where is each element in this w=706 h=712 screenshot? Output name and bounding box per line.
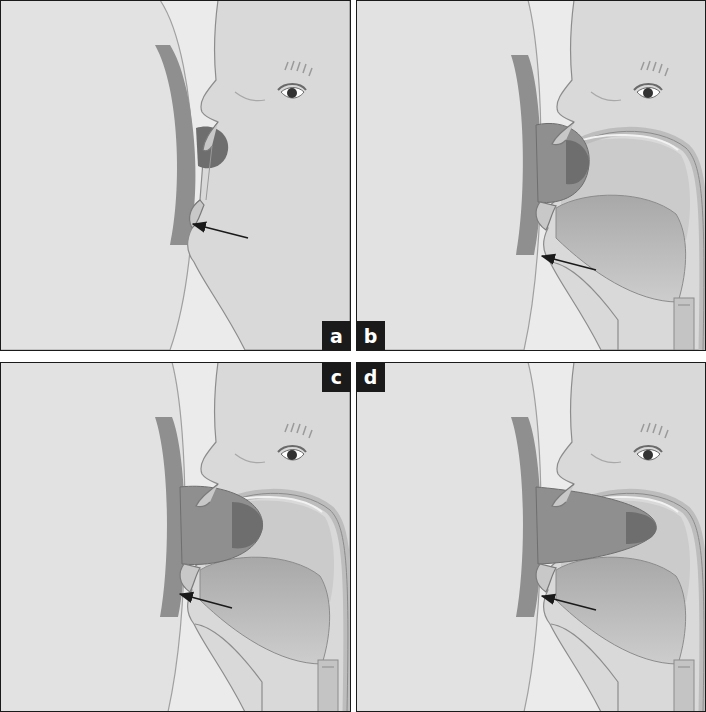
panel-c-illustration [0,362,350,712]
mouth-section [551,131,704,350]
nipple-shape [536,487,656,564]
direction-arrow [542,256,596,270]
panel-label: d [356,362,385,392]
panel-letter: d [364,368,378,387]
panel-frame [357,363,706,712]
breast-shape [0,362,185,712]
nipple-tip [566,140,589,184]
upper-lip [552,122,574,145]
infant-eye [591,423,668,463]
panel-label: a [322,321,351,351]
infant-face [188,0,350,350]
nipple-tip [232,502,263,548]
lower-lip [536,564,556,592]
panel-frame [357,1,706,351]
panel-letter: c [331,368,342,387]
panel-frame [1,363,351,712]
lower-lip [536,202,556,230]
direction-arrow [542,596,596,610]
panel-label: c [322,362,351,392]
panel-label: b [356,321,385,351]
panel-b-illustration [356,0,706,350]
infant-eye [591,61,668,101]
direction-arrow [193,224,248,238]
panel-background [0,362,350,712]
lower-lip [190,200,204,228]
lower-lip [180,564,200,592]
breast-shape [356,362,541,712]
upper-lip [203,122,218,151]
panel-background [356,0,706,350]
panel-frame [1,1,351,351]
infant-eye [235,423,312,463]
nipple-shape [180,486,263,564]
panel-a-illustration [0,0,350,350]
panel-letter: a [330,327,343,346]
infant-face [544,0,706,350]
panel-letter: b [364,327,378,346]
direction-arrow [180,594,232,608]
panel-background [356,362,706,712]
panel-background [0,0,350,350]
upper-lip [196,484,218,507]
nipple-tip [626,512,656,544]
infant-eye [235,61,312,101]
upper-lip [552,484,574,507]
panel-d-illustration [356,362,706,712]
mouth-line [206,146,212,200]
breast-shape [356,0,541,350]
